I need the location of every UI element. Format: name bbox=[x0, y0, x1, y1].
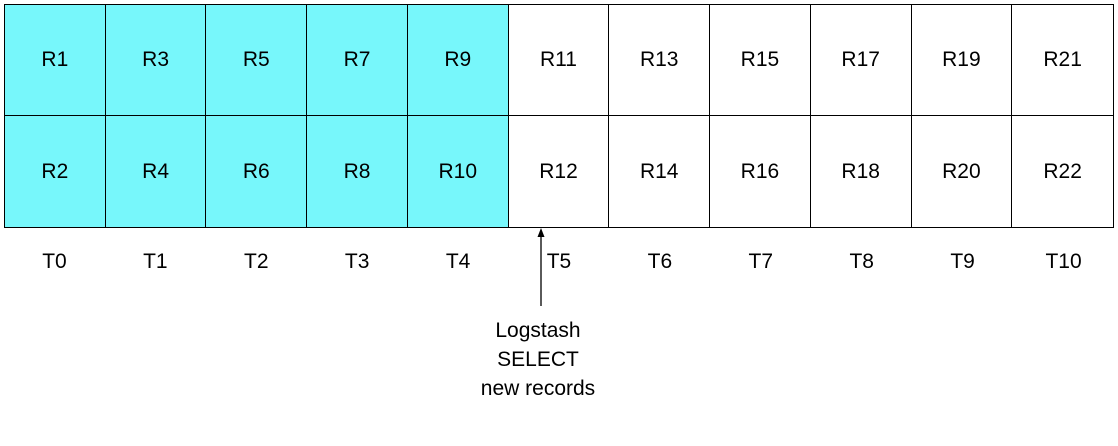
time-label-t7: T7 bbox=[748, 250, 774, 273]
record-cell-r12: R12 bbox=[508, 116, 610, 227]
time-label-t10: T10 bbox=[1045, 250, 1082, 273]
logstash-caption: Logstash SELECT new records bbox=[438, 316, 638, 403]
time-label-t8: T8 bbox=[849, 250, 874, 273]
time-label-t3: T3 bbox=[344, 250, 370, 273]
record-cell-r13: R13 bbox=[609, 5, 711, 116]
pointer-arrowhead bbox=[537, 228, 545, 237]
record-cell-r20: R20 bbox=[911, 116, 1013, 227]
record-cell-r22: R22 bbox=[1012, 116, 1113, 227]
record-cell-r1: R1 bbox=[5, 5, 106, 116]
record-cell-r11: R11 bbox=[508, 5, 610, 116]
record-cell-r2: R2 bbox=[5, 116, 106, 227]
time-label-t5: T5 bbox=[546, 250, 572, 273]
record-cell-r10: R10 bbox=[407, 116, 509, 227]
time-label-t2: T2 bbox=[244, 250, 269, 273]
time-label-t4: T4 bbox=[445, 250, 471, 273]
time-label-t6: T6 bbox=[647, 250, 673, 273]
record-cell-r19: R19 bbox=[911, 5, 1013, 116]
record-cell-r17: R17 bbox=[810, 5, 912, 116]
caption-line-3: new records bbox=[480, 377, 596, 400]
time-axis-labels: T0 T1 T2 T3 T4 T5 T6 T7 T8 T9 T10 bbox=[4, 248, 1114, 276]
record-cell-r7: R7 bbox=[307, 5, 408, 116]
record-cell-r16: R16 bbox=[710, 116, 811, 227]
time-label-t9: T9 bbox=[950, 250, 975, 273]
record-cell-r5: R5 bbox=[206, 5, 308, 116]
record-cell-r14: R14 bbox=[609, 116, 711, 227]
time-label-t1: T1 bbox=[143, 250, 168, 273]
record-cell-r9: R9 bbox=[407, 5, 509, 116]
caption-line-1: Logstash bbox=[495, 319, 581, 342]
record-cell-r6: R6 bbox=[206, 116, 308, 227]
caption-line-2: SELECT bbox=[497, 348, 579, 371]
record-cell-r15: R15 bbox=[710, 5, 811, 116]
record-cell-r18: R18 bbox=[810, 116, 912, 227]
record-cell-r8: R8 bbox=[307, 116, 408, 227]
time-label-t0: T0 bbox=[42, 250, 67, 273]
record-cell-r4: R4 bbox=[105, 116, 207, 227]
record-cell-r21: R21 bbox=[1012, 5, 1113, 116]
record-cell-r3: R3 bbox=[105, 5, 207, 116]
